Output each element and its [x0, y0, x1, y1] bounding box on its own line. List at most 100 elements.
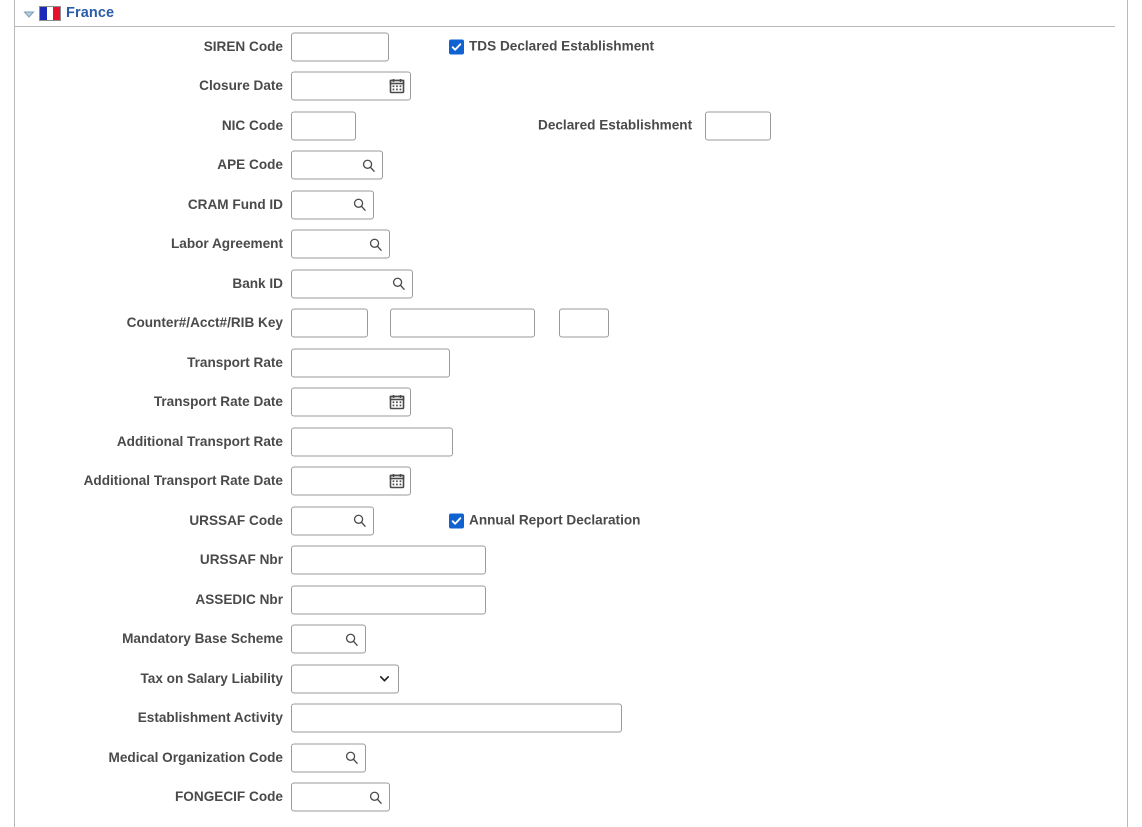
bank-id-input[interactable] — [291, 269, 413, 299]
section-header-france[interactable]: France — [15, 0, 1115, 27]
cram-fund-id-field[interactable] — [298, 191, 367, 219]
additional-transport-rate-date-input[interactable] — [291, 466, 411, 496]
fongecif-code-input[interactable] — [291, 782, 390, 812]
additional-transport-rate-date-field[interactable] — [298, 467, 404, 495]
counter-number-input[interactable] — [291, 308, 368, 338]
tds-declared-establishment-label: TDS Declared Establishment — [469, 38, 655, 54]
transport-rate-date-input[interactable] — [291, 387, 411, 417]
rib-key-control — [291, 308, 609, 338]
nic-code-field[interactable] — [298, 112, 349, 140]
establishment-activity-field[interactable] — [298, 704, 615, 732]
urssaf-nbr-field[interactable] — [298, 546, 479, 574]
urssaf-code-input[interactable] — [291, 506, 374, 536]
account-number-field[interactable] — [397, 309, 528, 337]
establishment-activity-control — [291, 703, 622, 733]
closure-date-input[interactable] — [291, 71, 411, 101]
search-icon[interactable] — [343, 631, 360, 648]
calendar-icon[interactable] — [388, 78, 405, 95]
calendar-icon[interactable] — [388, 394, 405, 411]
declared-establishment-control: Declared Establishment — [538, 111, 772, 141]
transport-rate-date-label: Transport Rate Date — [153, 394, 283, 410]
form-row-additional-transport-rate: Additional Transport Rate — [0, 422, 1142, 462]
search-icon[interactable] — [367, 789, 384, 806]
additional-transport-rate-field[interactable] — [298, 428, 446, 456]
additional-transport-rate-date-control — [291, 466, 411, 496]
nic-code-input[interactable] — [291, 111, 356, 141]
form-row-urssaf-nbr: URSSAF Nbr — [0, 541, 1142, 581]
siren-code-field[interactable] — [298, 33, 382, 61]
chevron-down-icon[interactable] — [376, 670, 393, 687]
urssaf-code-field[interactable] — [298, 507, 367, 535]
rib-key-input[interactable] — [559, 308, 609, 338]
closure-date-label: Closure Date — [199, 78, 283, 94]
declared-establishment-input[interactable] — [705, 111, 772, 141]
fongecif-code-label: FONGECIF Code — [175, 789, 283, 805]
ape-code-control — [291, 150, 383, 180]
labor-agreement-control — [291, 229, 390, 259]
nic-code-label: NIC Code — [221, 117, 283, 133]
medical-organization-code-field[interactable] — [298, 744, 359, 772]
transport-rate-field[interactable] — [298, 349, 443, 377]
establishment-activity-input[interactable] — [291, 703, 622, 733]
annual-report-declaration-checkbox-wrap[interactable]: Annual Report Declaration — [449, 512, 641, 529]
transport-rate-control — [291, 348, 450, 378]
calendar-icon[interactable] — [388, 473, 405, 490]
assedic-nbr-input[interactable] — [291, 585, 486, 615]
bank-id-label: Bank ID — [232, 275, 283, 291]
bank-id-field[interactable] — [298, 270, 406, 298]
form-row-establishment-activity: Establishment Activity — [0, 699, 1142, 739]
search-icon[interactable] — [367, 236, 384, 253]
additional-transport-rate-date-label: Additional Transport Rate Date — [83, 473, 283, 489]
tds-declared-establishment-checkbox-wrap[interactable]: TDS Declared Establishment — [449, 38, 655, 55]
account-number-input[interactable] — [390, 308, 535, 338]
transport-rate-date-field[interactable] — [298, 388, 404, 416]
additional-transport-rate-input[interactable] — [291, 427, 453, 457]
siren-code-input[interactable] — [291, 32, 389, 62]
rib-key-field[interactable] — [566, 309, 602, 337]
labor-agreement-field[interactable] — [298, 230, 383, 258]
fongecif-code-field[interactable] — [298, 783, 383, 811]
urssaf-nbr-input[interactable] — [291, 545, 486, 575]
search-icon[interactable] — [351, 512, 368, 529]
ape-code-input[interactable] — [291, 150, 383, 180]
mandatory-base-scheme-input[interactable] — [291, 624, 366, 654]
tax-on-salary-liability-select[interactable] — [291, 664, 399, 694]
ape-code-field[interactable] — [298, 151, 376, 179]
form-row-nic-code: NIC Code Declared Establishment — [0, 106, 1142, 146]
form-row-siren-code: SIREN Code TDS Declared Establishment — [0, 27, 1142, 67]
header-divider — [15, 26, 1115, 27]
search-icon[interactable] — [360, 157, 377, 174]
medical-organization-code-control — [291, 743, 366, 773]
cram-fund-id-label: CRAM Fund ID — [187, 196, 283, 212]
ape-code-label: APE Code — [217, 157, 283, 173]
assedic-nbr-field[interactable] — [298, 586, 479, 614]
fongecif-code-control — [291, 782, 390, 812]
mandatory-base-scheme-label: Mandatory Base Scheme — [122, 631, 283, 647]
tds-declared-establishment-checkbox[interactable] — [449, 39, 464, 55]
annual-report-declaration-label: Annual Report Declaration — [469, 512, 641, 528]
urssaf-code-label: URSSAF Code — [189, 512, 283, 528]
search-icon[interactable] — [390, 275, 407, 292]
collapse-triangle-icon[interactable] — [23, 8, 35, 20]
form-row-rib-key: Counter#/Acct#/RIB Key — [0, 304, 1142, 344]
search-icon[interactable] — [343, 749, 360, 766]
siren-code-control — [291, 32, 389, 62]
additional-transport-rate-label: Additional Transport Rate — [116, 433, 283, 449]
medical-organization-code-input[interactable] — [291, 743, 366, 773]
panel-right-border — [1127, 0, 1128, 827]
annual-report-declaration-checkbox[interactable] — [449, 513, 464, 529]
search-icon[interactable] — [351, 196, 368, 213]
tds-declared-establishment-control: TDS Declared Establishment — [449, 38, 655, 55]
counter-number-field[interactable] — [298, 309, 361, 337]
labor-agreement-input[interactable] — [291, 229, 390, 259]
mandatory-base-scheme-field[interactable] — [298, 625, 359, 653]
france-flag-icon — [39, 6, 61, 21]
declared-establishment-field[interactable] — [712, 112, 765, 140]
medical-organization-code-label: Medical Organization Code — [108, 749, 283, 765]
transport-rate-date-control — [291, 387, 411, 417]
form-row-labor-agreement: Labor Agreement — [0, 225, 1142, 265]
closure-date-field[interactable] — [298, 72, 404, 100]
transport-rate-input[interactable] — [291, 348, 450, 378]
form-row-tax-on-salary-liability: Tax on Salary Liability — [0, 659, 1142, 699]
cram-fund-id-input[interactable] — [291, 190, 374, 220]
